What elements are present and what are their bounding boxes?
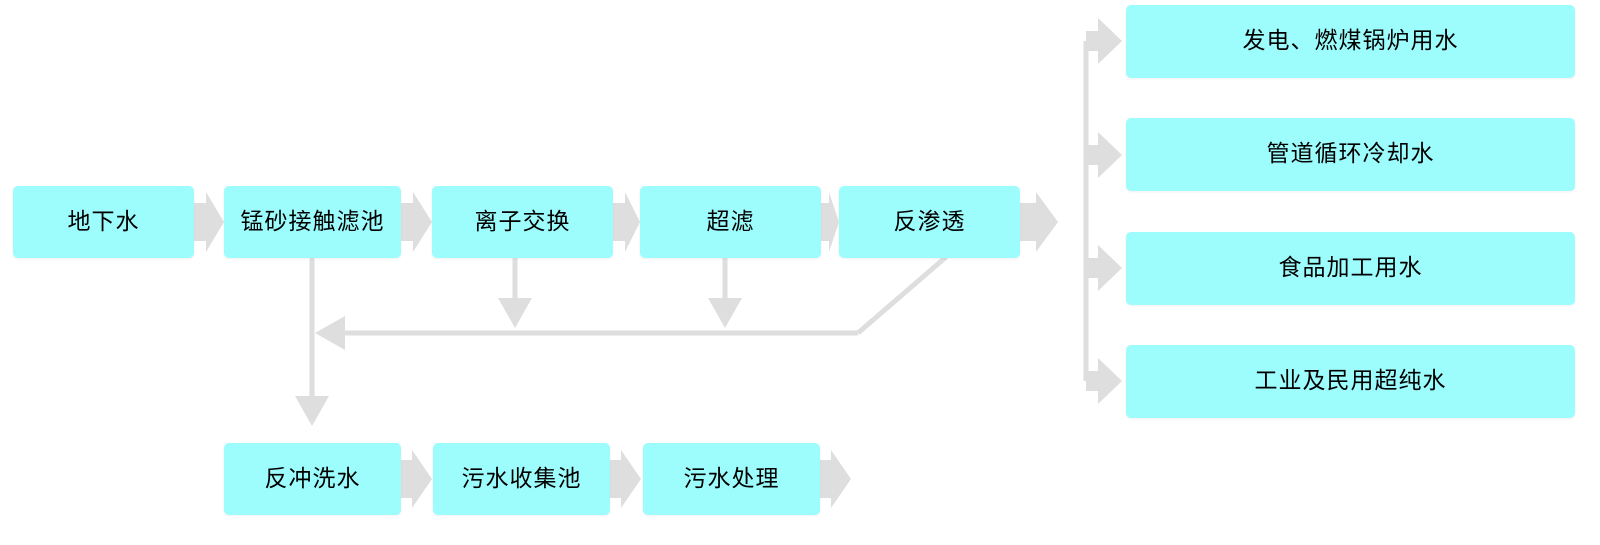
- node-wastewater-treatment[interactable]: 污水处理: [643, 443, 820, 515]
- arrow-branch-to-food-processing-water: [1086, 245, 1122, 291]
- node-label: 反冲洗水: [264, 465, 361, 492]
- node-power-coal-boiler-water[interactable]: 发电、燃煤锅炉用水: [1126, 5, 1575, 78]
- arrow-return-to-backwash-branch: [315, 316, 345, 350]
- output-branch-tree: [1083, 18, 1122, 404]
- arrow-collection-tank-to-treatment: [610, 450, 641, 508]
- node-label: 地下水: [67, 208, 140, 235]
- arrow-groundwater-to-manganese: [194, 192, 224, 252]
- node-label: 超滤: [706, 208, 755, 235]
- node-label: 污水处理: [683, 465, 780, 492]
- arrow-ultrafiltration-to-reverse-osmosis: [821, 192, 839, 252]
- node-pipeline-circulating-cooling-water[interactable]: 管道循环冷却水: [1126, 118, 1575, 191]
- drop-connectors: [295, 258, 742, 426]
- node-reverse-osmosis[interactable]: 反渗透: [839, 186, 1020, 258]
- node-label: 污水收集池: [461, 465, 582, 492]
- node-label: 离子交换: [474, 208, 571, 235]
- node-wastewater-collection-tank[interactable]: 污水收集池: [433, 443, 610, 515]
- arrow-ultrafiltration-to-return: [708, 298, 742, 328]
- arrow-branch-to-power-coal-boiler-water: [1086, 18, 1122, 64]
- arrow-backwash-to-collection-tank: [401, 450, 432, 508]
- node-groundwater[interactable]: 地下水: [13, 186, 194, 258]
- arrow-branch-to-industrial-civil-ultrapure-water: [1086, 358, 1122, 404]
- arrow-reverse-osmosis-to-outputs: [1020, 192, 1058, 252]
- arrow-manganese-to-backwash: [295, 396, 329, 426]
- arrow-ion-exchange-to-ultrafiltration: [613, 192, 640, 252]
- arrow-manganese-to-ion-exchange: [401, 192, 432, 252]
- node-backwash-water[interactable]: 反冲洗水: [224, 443, 401, 515]
- node-label: 工业及民用超纯水: [1254, 368, 1447, 394]
- node-industrial-civil-ultrapure-water[interactable]: 工业及民用超纯水: [1126, 345, 1575, 418]
- node-label: 管道循环冷却水: [1266, 141, 1435, 167]
- node-label: 发电、燃煤锅炉用水: [1242, 28, 1459, 54]
- node-manganese-sand-filter[interactable]: 锰砂接触滤池: [224, 186, 401, 258]
- arrow-branch-to-pipeline-circulating-cooling-water: [1086, 132, 1122, 178]
- arrow-ion-exchange-to-return: [498, 298, 532, 328]
- node-label: 反渗透: [893, 208, 966, 235]
- arrow-treatment-outflow: [820, 450, 851, 508]
- line-reverse-osmosis-to-return: [856, 255, 948, 335]
- node-label: 食品加工用水: [1278, 255, 1423, 281]
- node-label: 锰砂接触滤池: [240, 208, 385, 235]
- node-ultrafiltration[interactable]: 超滤: [640, 186, 821, 258]
- node-ion-exchange[interactable]: 离子交换: [432, 186, 613, 258]
- node-food-processing-water[interactable]: 食品加工用水: [1126, 232, 1575, 305]
